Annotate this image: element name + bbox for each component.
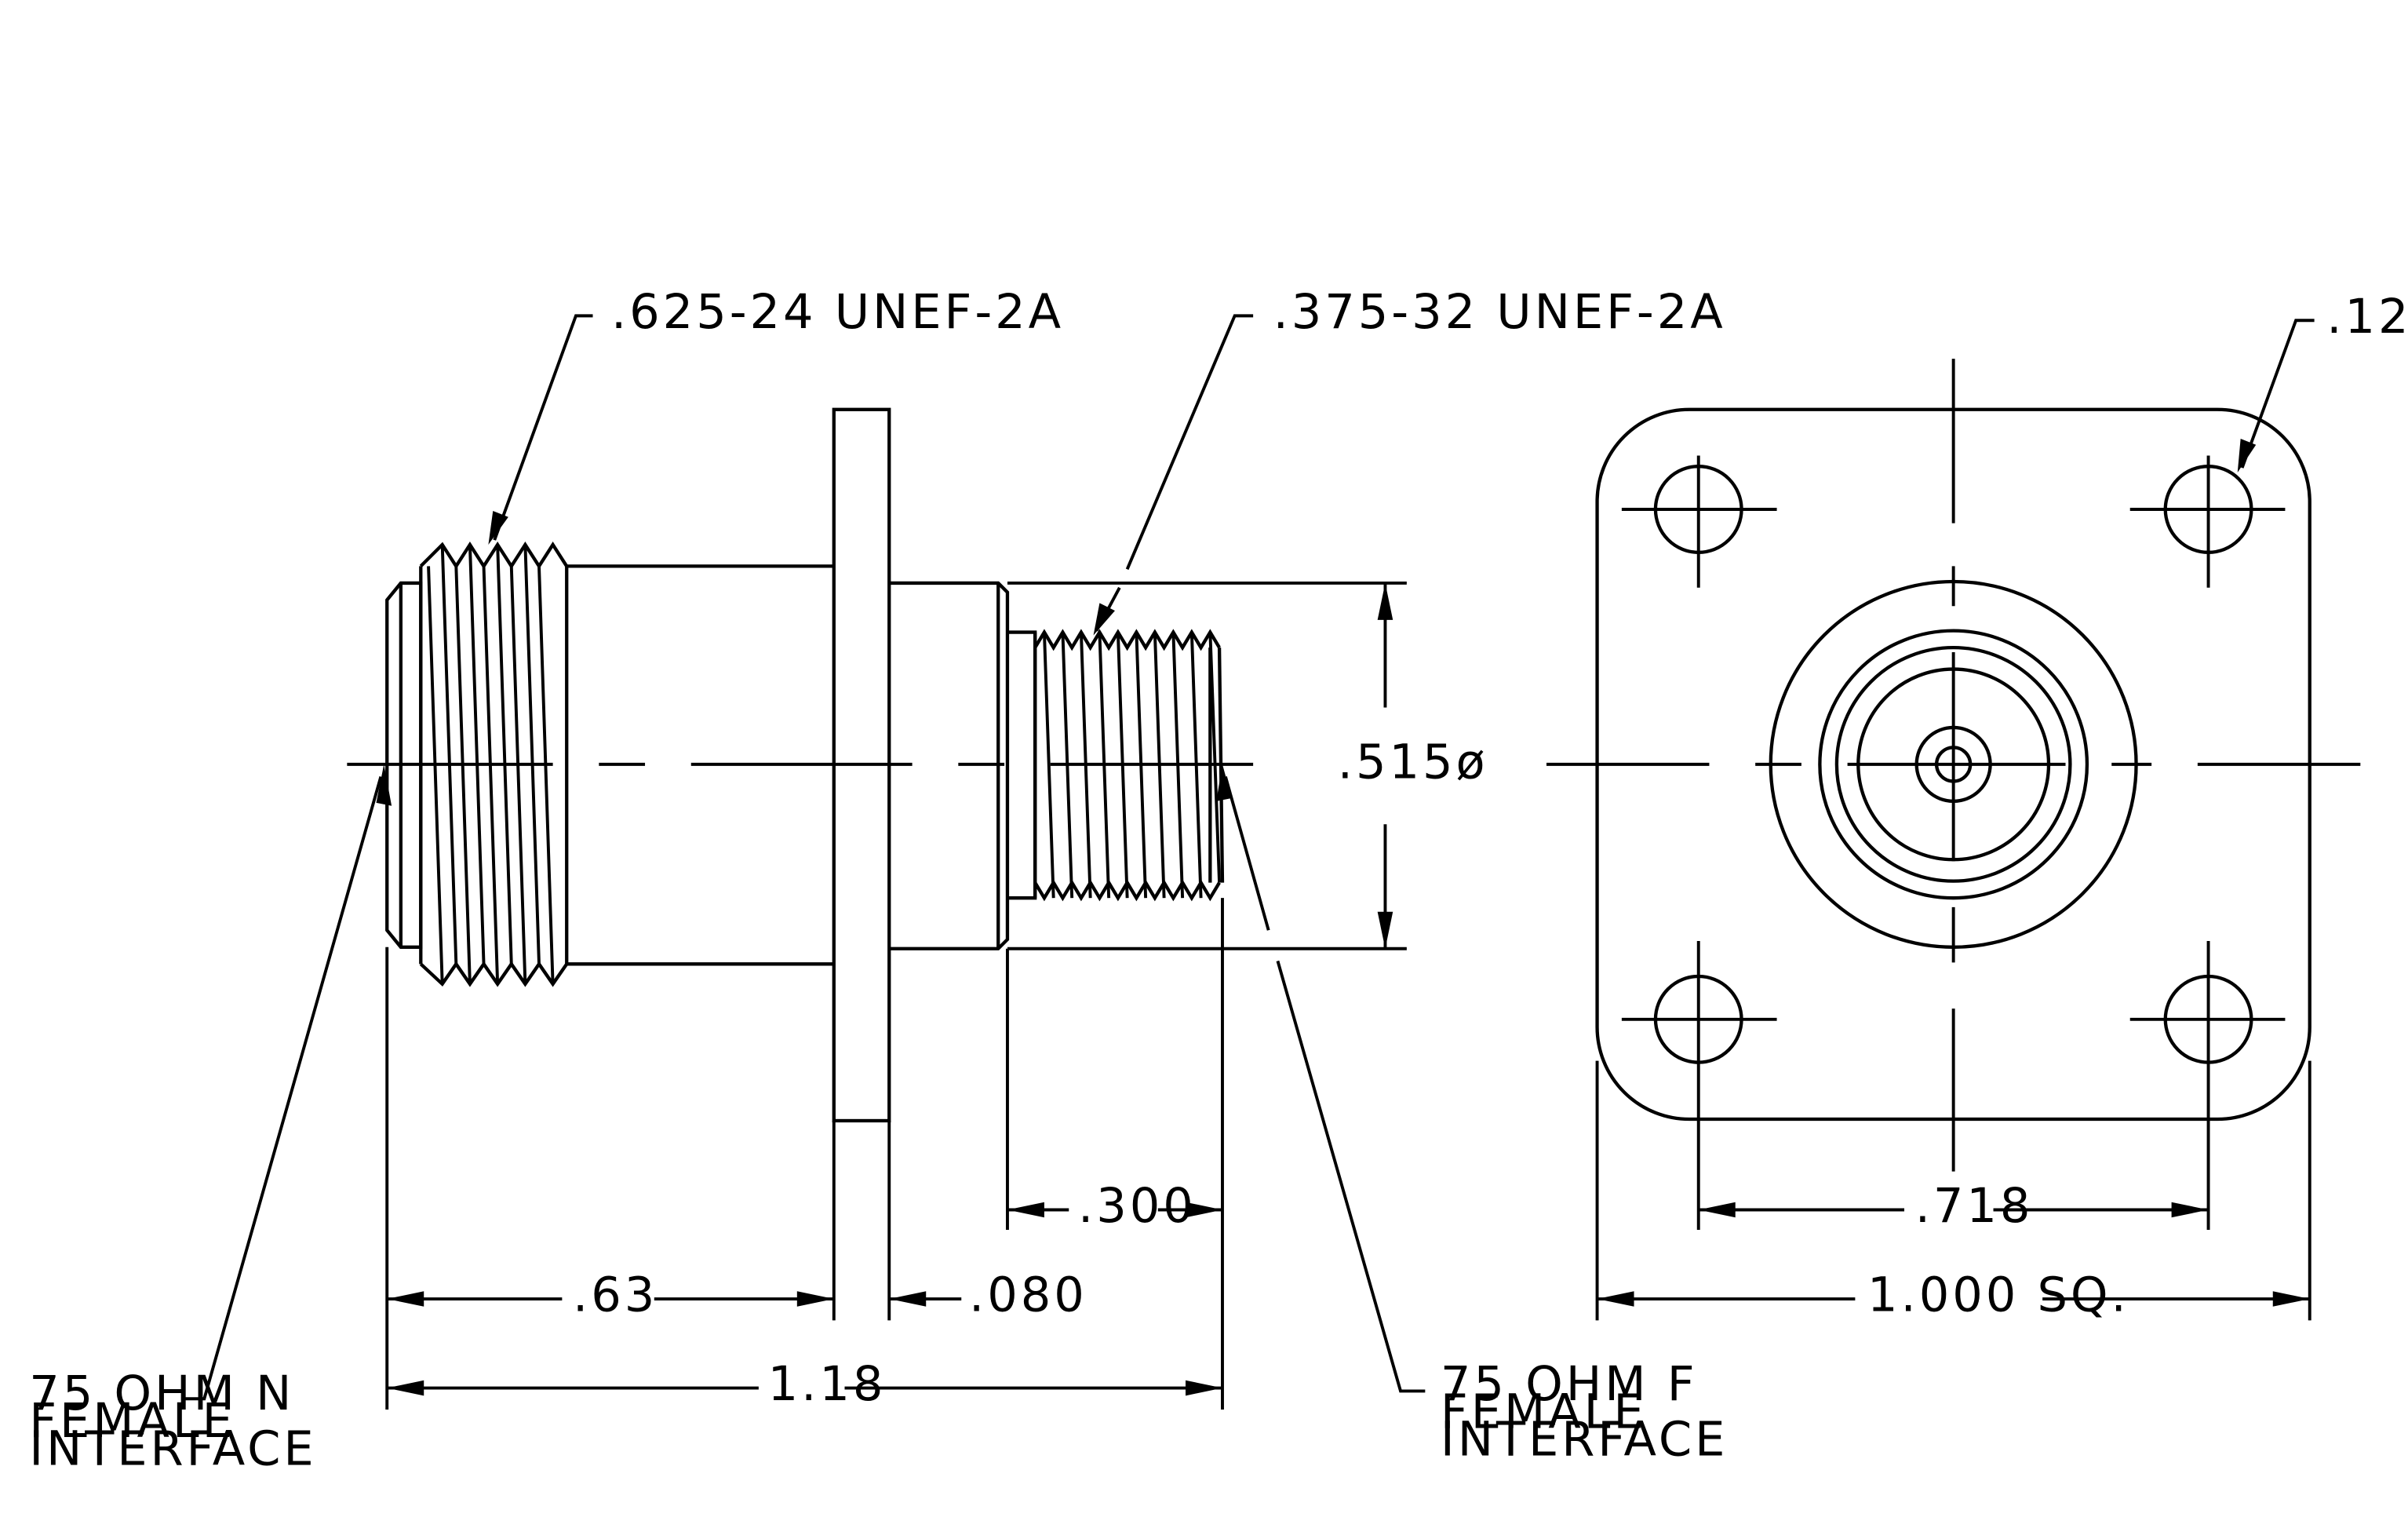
thread-n-callout: .625-24 UNEF-2A — [611, 285, 1064, 340]
f-connector-threads — [1033, 629, 1225, 902]
n-connector-threads — [385, 542, 569, 987]
interface-f-label: 75 OHM F FEMALE INTERFACE — [1441, 1357, 1728, 1467]
n-length-dim: .63 — [573, 1268, 658, 1323]
body-diameter-dim: .515ø — [1338, 735, 1488, 790]
flange — [832, 407, 891, 1123]
overall-length-dim: 1.18 — [768, 1357, 887, 1412]
flange-square — [1595, 407, 2311, 1122]
front-extension-lines — [1595, 1060, 2311, 1321]
flange-thickness-dim: .080 — [969, 1268, 1087, 1323]
leaders — [180, 314, 1426, 1401]
front-dimension-lines — [1597, 319, 2315, 1307]
flange-square-dim: 1.000 SQ. — [1867, 1268, 2129, 1323]
side-view: .625-24 UNEF-2A .375-32 UNEF-2A .515ø .3… — [29, 285, 1728, 1476]
f-thread-length-dim: .300 — [1078, 1179, 1197, 1234]
interface-n-label: 75 OHM N FEMALE INTERFACE — [29, 1366, 316, 1476]
hole-spacing-dim: .718 — [1915, 1179, 2034, 1234]
hole-diameter-callout: .125ø — [2326, 290, 2408, 345]
dimension-lines — [387, 582, 1393, 1396]
n-body — [566, 564, 834, 966]
mounting-holes — [1621, 455, 2286, 1101]
connector-face — [1769, 579, 2138, 949]
thread-f-callout: .375-32 UNEF-2A — [1273, 285, 1726, 340]
front-view: .718 1.000 SQ. .125ø — [1546, 290, 2408, 1323]
extension-lines — [385, 581, 1407, 1410]
